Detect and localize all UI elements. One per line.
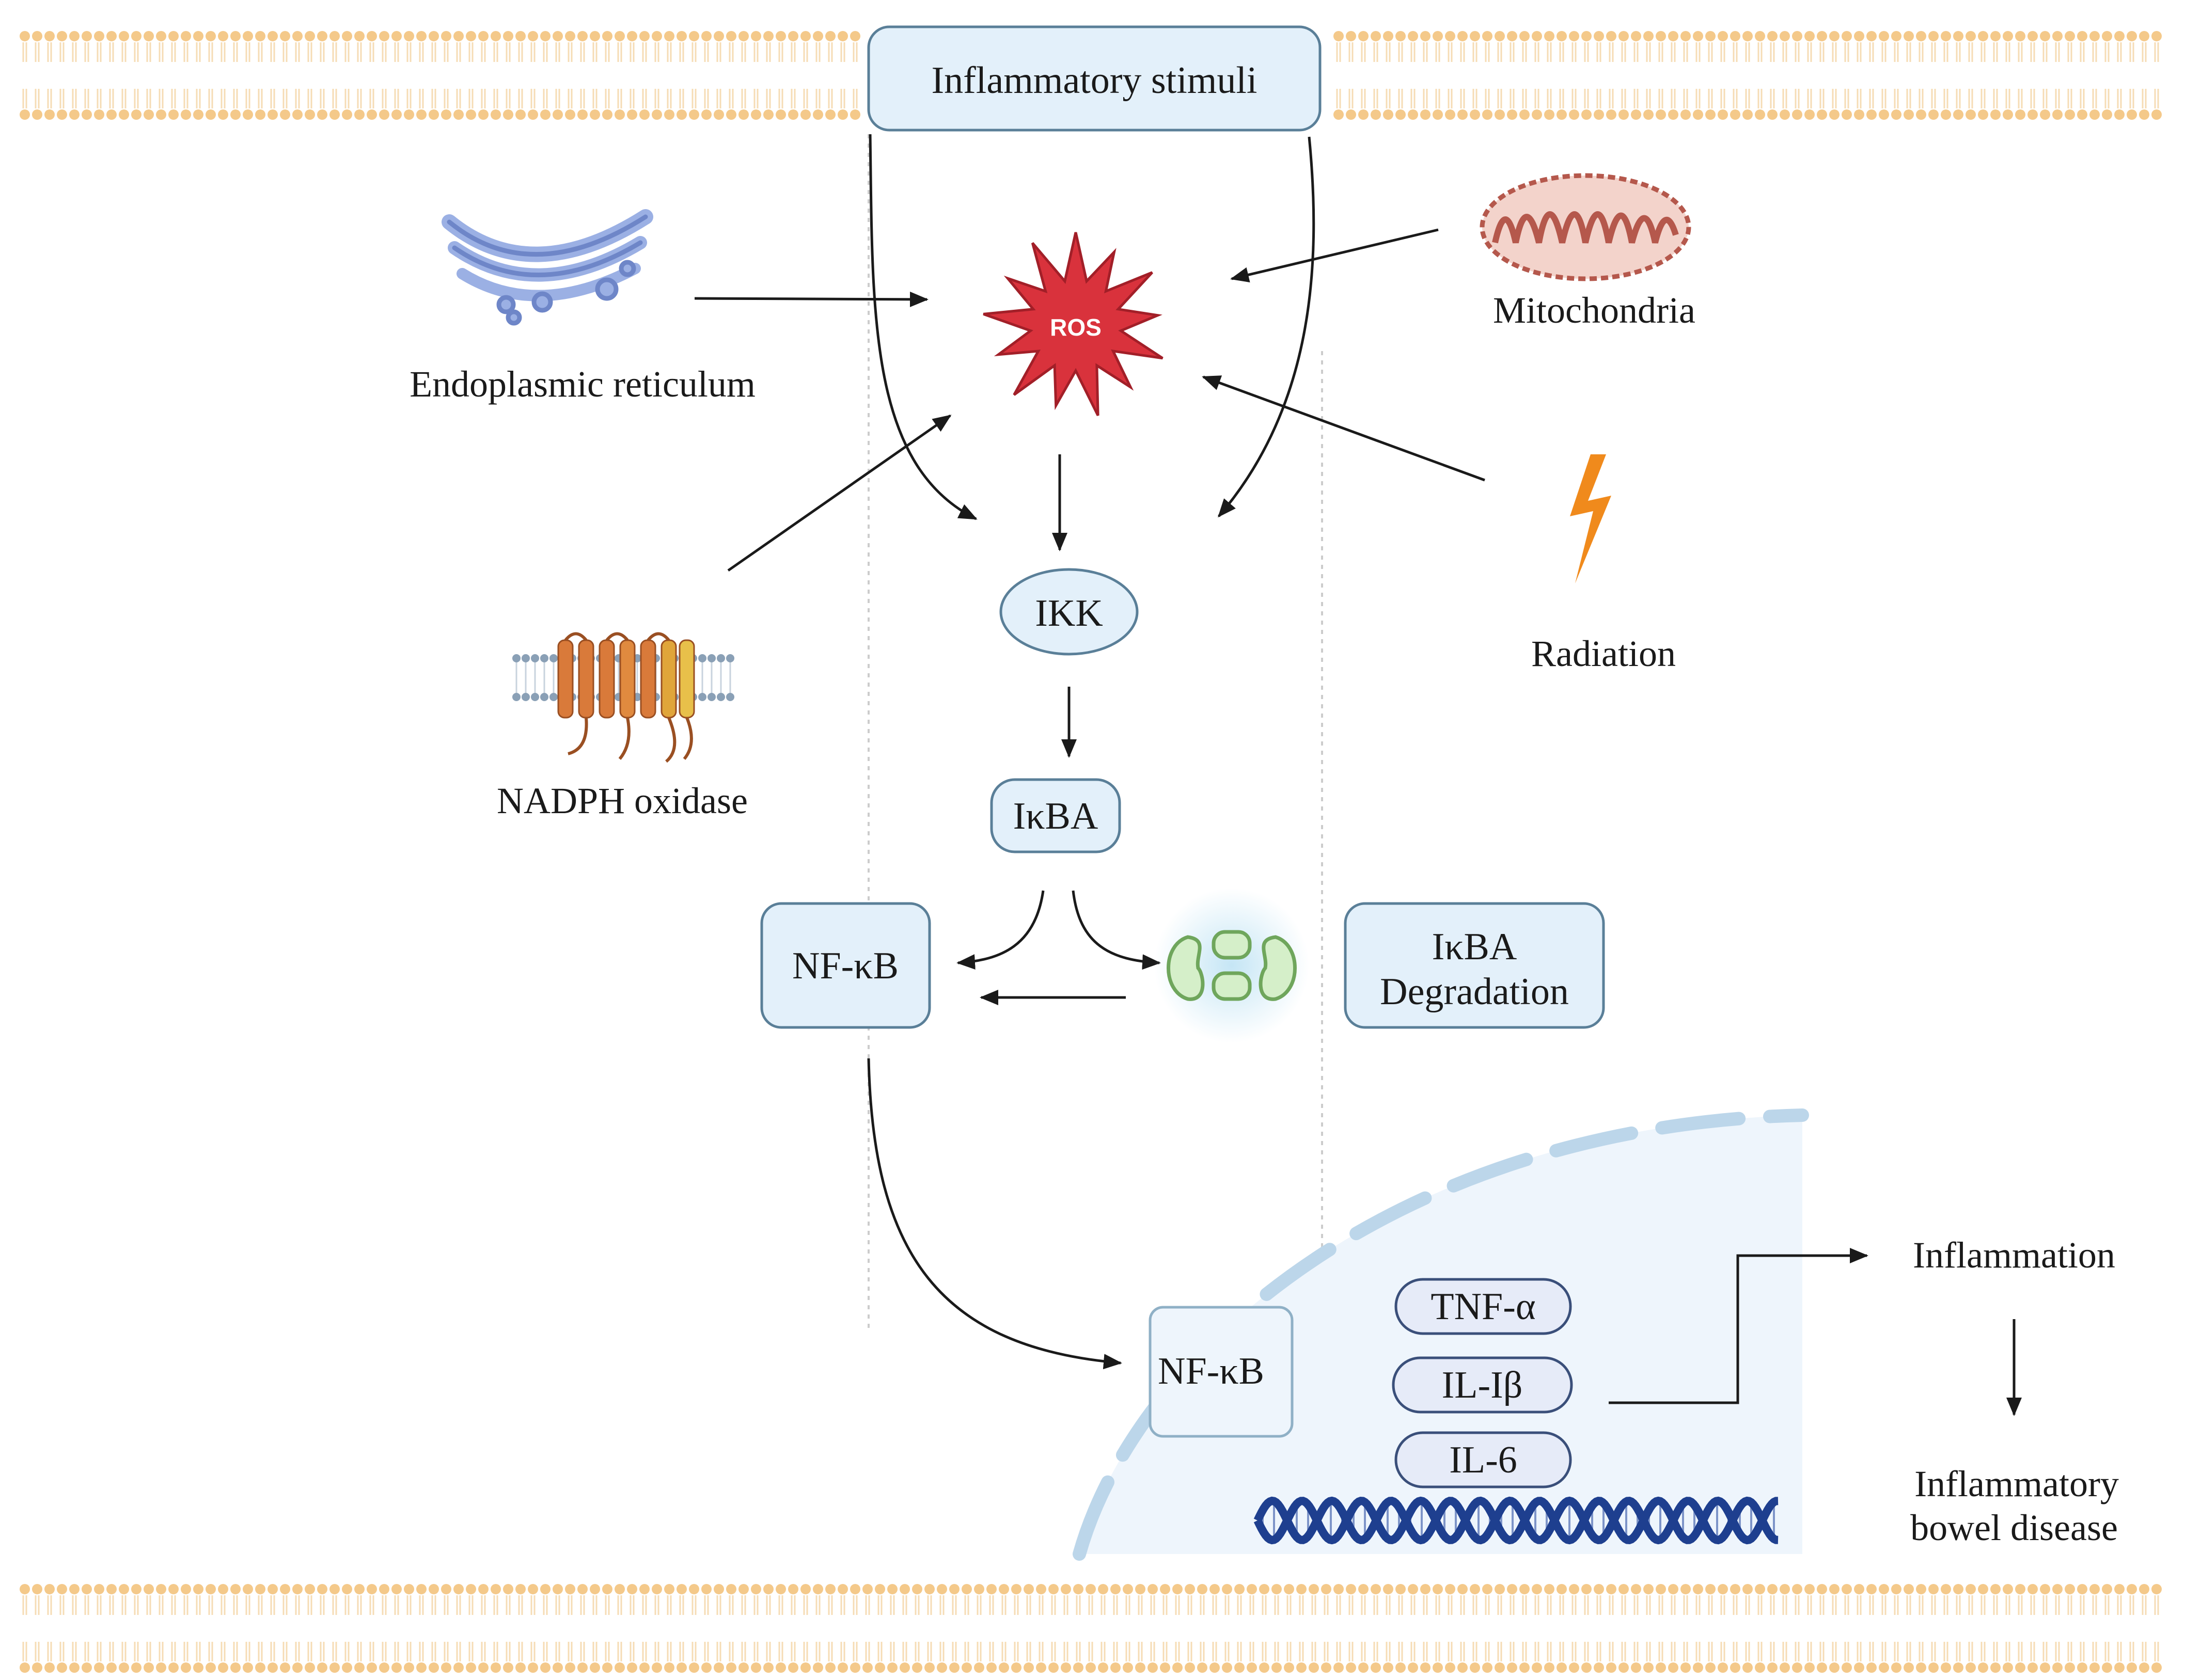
arrow-mito-to-ros <box>1230 228 1439 282</box>
nadph-label: NADPH oxidase <box>497 780 748 821</box>
cytokine-label: IL-6 <box>1449 1439 1517 1481</box>
arrow-er-to-ros <box>694 291 929 307</box>
cytokine-pill-tnf[interactable]: TNF-α <box>1394 1278 1572 1335</box>
cytokine-label: IL-Iβ <box>1442 1364 1523 1406</box>
ikk-node[interactable]: IKK <box>999 568 1139 656</box>
mitochondria-icon <box>1480 173 1691 281</box>
endoplasmic-reticulum-icon <box>442 209 653 326</box>
proteasome-icon <box>1154 888 1309 1043</box>
dna-helix-icon <box>1253 1496 1779 1545</box>
bottom-membrane <box>20 1584 2162 1673</box>
arrow-nfkb-to-nucleus <box>867 1058 1122 1370</box>
cytokine-pill-il1b[interactable]: IL-Iβ <box>1392 1356 1573 1414</box>
degradation-label-line2: Degradation <box>1380 971 1569 1013</box>
nfkb-cytoplasm-box[interactable]: NF-κB <box>760 902 931 1029</box>
cytokine-pill-il6[interactable]: IL-6 <box>1394 1431 1572 1488</box>
arrow-ikba-to-proteasome <box>1072 890 1161 970</box>
ikba-node[interactable]: IκBA <box>990 778 1121 853</box>
radiation-label: Radiation <box>1531 633 1676 674</box>
arrow-nadph-to-ros <box>727 414 952 572</box>
arrow-stimuli-to-ikk-right <box>1218 136 1315 518</box>
inflammatory-stimuli-label: Inflammatory stimuli <box>932 59 1257 102</box>
arrow-cytokines-to-inflammation <box>1609 1248 1868 1404</box>
ikk-label: IKK <box>1035 592 1103 635</box>
nadph-oxidase-icon <box>512 632 734 763</box>
arrow-stimuli-to-ikk-left <box>869 134 978 520</box>
cytokine-label: TNF-α <box>1431 1286 1535 1328</box>
ibd-label-line1: Inflammatory <box>1914 1463 2119 1504</box>
nfkb-nucleus-box[interactable]: NF-κB <box>1149 1306 1294 1438</box>
lightning-bolt-icon <box>1570 454 1611 583</box>
inflammatory-stimuli-box[interactable]: Inflammatory stimuli <box>867 25 1322 132</box>
ikba-degradation-box[interactable]: IκBA Degradation <box>1344 902 1605 1029</box>
er-label: Endoplasmic reticulum <box>410 363 756 405</box>
top-membrane <box>20 31 2162 120</box>
arrow-radiation-to-ros <box>1202 375 1485 482</box>
ros-label: ROS <box>1050 314 1102 341</box>
degradation-label-line1: IκBA <box>1432 926 1517 968</box>
nfkb-nucleus-label: NF-κB <box>1158 1350 1264 1392</box>
ros-burst-icon: ROS <box>983 232 1164 416</box>
cytokine-list: TNF-α IL-Iβ IL-6 <box>1392 1278 1573 1488</box>
inflammation-label: Inflammation <box>1913 1234 2115 1276</box>
ikba-label: IκBA <box>1013 795 1098 837</box>
nfkb-cytoplasm-label: NF-κB <box>792 945 899 987</box>
ibd-label-line2: bowel disease <box>1910 1507 2118 1548</box>
arrow-ikba-to-nfkb <box>956 890 1045 970</box>
mitochondria-label: Mitochondria <box>1493 290 1695 331</box>
ros-input-arrows <box>694 134 2022 1416</box>
